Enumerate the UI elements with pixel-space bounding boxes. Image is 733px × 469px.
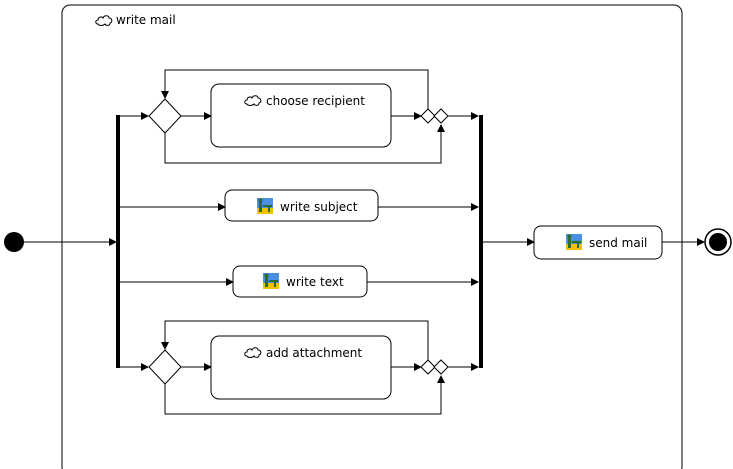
fork-bar[interactable] <box>116 115 120 368</box>
write-mail-container[interactable] <box>61 4 683 469</box>
send-mail-label: send mail <box>589 236 647 250</box>
edge-loop-back-2 <box>161 320 429 360</box>
person-at-desk-icon <box>257 198 273 214</box>
person-at-desk-icon <box>263 273 279 289</box>
decision-2[interactable] <box>148 349 182 385</box>
edge-skip-1 <box>164 124 445 164</box>
join-bar[interactable] <box>479 115 483 368</box>
initial-node[interactable] <box>4 232 24 252</box>
edge-skip-2 <box>164 375 445 415</box>
merge-1b[interactable] <box>433 108 449 124</box>
merge-2b[interactable] <box>433 359 449 375</box>
add-attachment-label: add attachment <box>266 346 362 360</box>
write-text-label: write text <box>286 275 344 289</box>
merge-1a[interactable] <box>420 108 436 124</box>
person-at-desk-icon <box>566 234 582 250</box>
container-title: write mail <box>116 13 176 27</box>
decision-1[interactable] <box>148 98 182 134</box>
write-subject-label: write subject <box>280 200 358 214</box>
cloud-icon <box>95 15 113 26</box>
final-node-inner <box>709 233 727 251</box>
edge-loop-back-1 <box>161 69 429 109</box>
choose-recipient-label: choose recipient <box>266 94 365 108</box>
merge-2a[interactable] <box>420 359 436 375</box>
